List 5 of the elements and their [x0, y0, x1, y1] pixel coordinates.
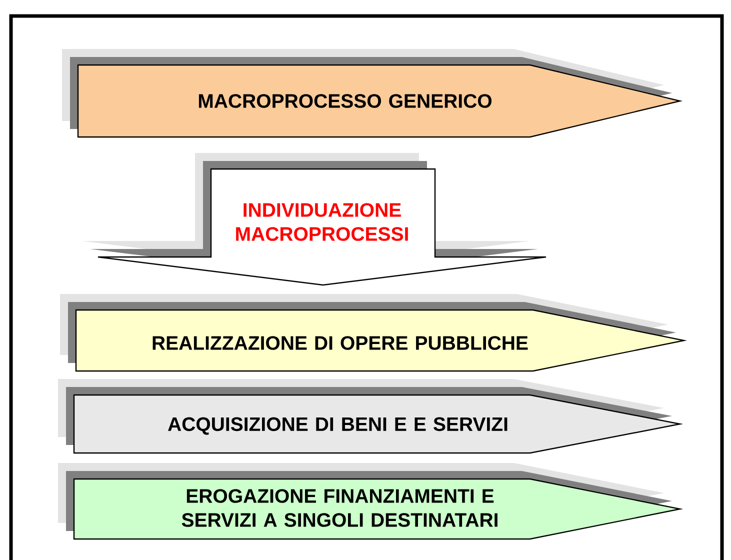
pentagon-arrow-box: EROGAZIONE FINANZIAMENTI E SERVIZI A SINGOLI DESTINATARI	[58, 463, 684, 540]
pentagon-arrow-box: REALIZZAZIONE DI OPERE PUBBLICHE	[60, 294, 688, 372]
down-arrow-box: INDIVIDUAZIONE MACROPROCESSI	[82, 153, 547, 286]
pentagon-arrow-box: MACROPROCESSO GENERICO	[62, 49, 683, 138]
pentagon-arrow-box: ACQUISIZIONE DI BENI E E SERVIZI	[58, 379, 684, 454]
